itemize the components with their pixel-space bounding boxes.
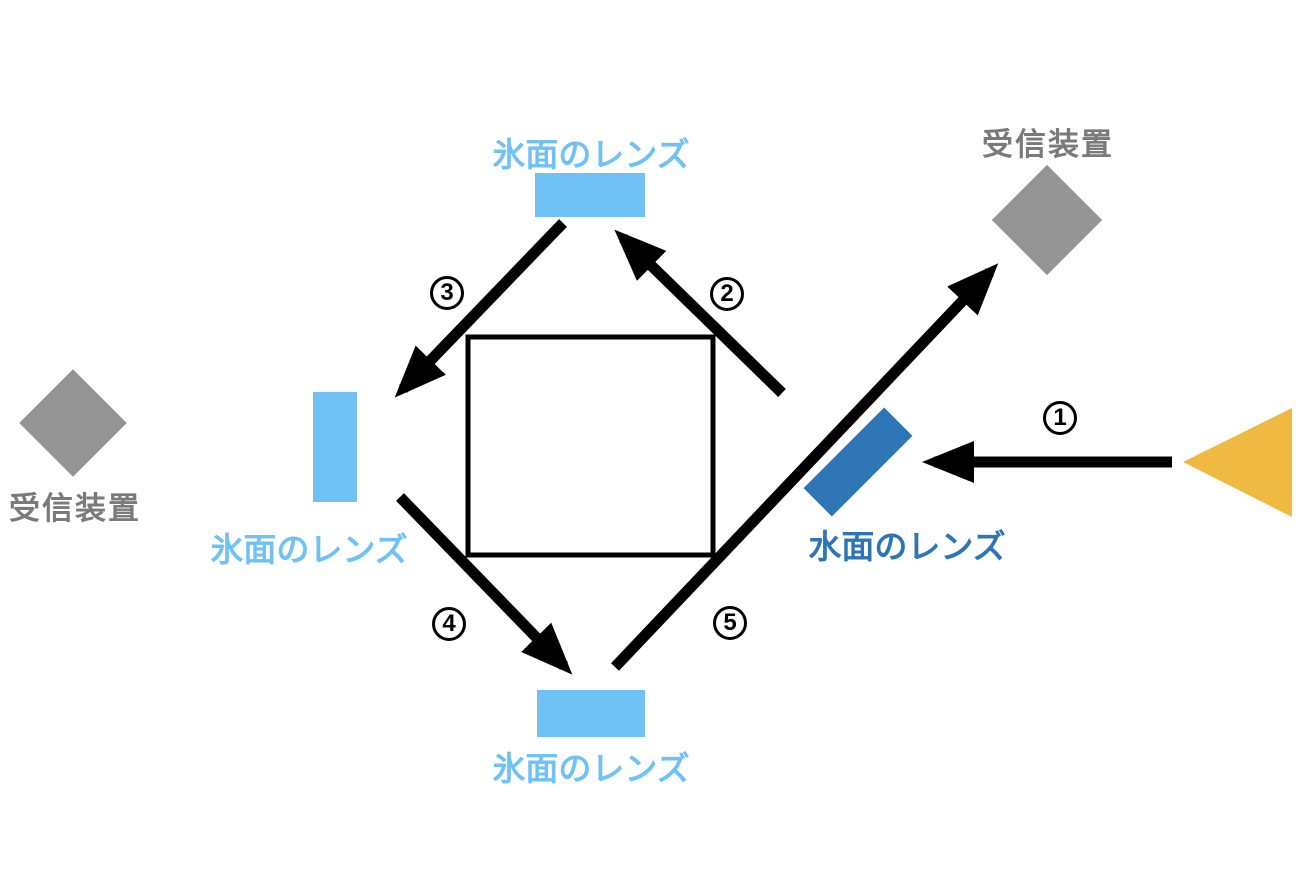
water-lens-shape: [803, 407, 913, 517]
center-box: [465, 334, 716, 558]
arrow-5: [611, 263, 999, 671]
step-2-badge: 2: [710, 277, 744, 311]
step-1-badge: 1: [1043, 401, 1077, 435]
arrow-2: [614, 229, 786, 397]
ice-lens-bottom-label: 氷面のレンズ: [492, 750, 690, 787]
step-3-badge: 3: [430, 276, 464, 310]
arrow-4: [396, 493, 573, 675]
ice-lens-bottom-shape: [537, 690, 645, 737]
ice-lens-left-shape: [313, 392, 357, 502]
light-source-triangle: [1183, 408, 1292, 517]
receiver-top-right-shape: [991, 164, 1103, 276]
ice-lens-top-shape: [535, 173, 645, 217]
arrow-3: [394, 219, 567, 398]
receiver-top-right-label: 受信装置: [982, 127, 1114, 162]
receiver-left-shape: [19, 369, 127, 477]
step-4-badge: 4: [432, 607, 466, 641]
ice-lens-left-label: 氷面のレンズ: [210, 531, 408, 568]
receiver-left-label: 受信装置: [9, 491, 141, 526]
water-lens-label: 水面のレンズ: [808, 528, 1006, 565]
step-5-badge: 5: [713, 606, 747, 640]
ice-lens-top-label: 氷面のレンズ: [492, 136, 690, 173]
